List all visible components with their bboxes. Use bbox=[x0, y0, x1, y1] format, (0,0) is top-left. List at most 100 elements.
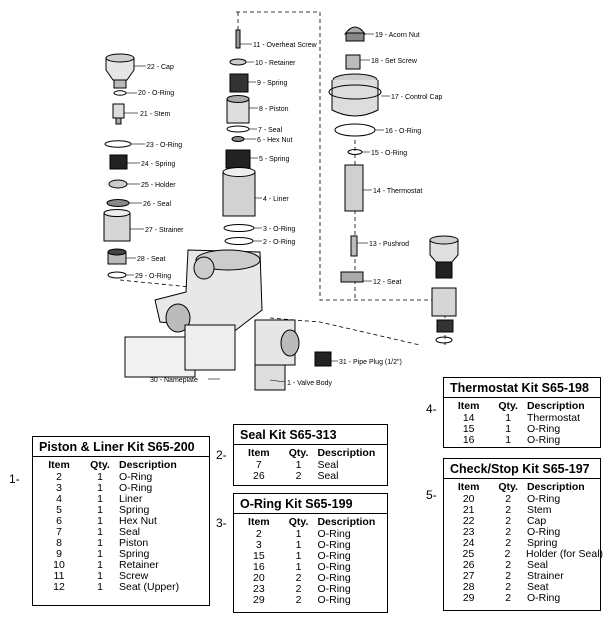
cell-qty: 1 bbox=[295, 528, 302, 540]
cell-item: 20 bbox=[252, 572, 265, 584]
piston-liner-assembly bbox=[222, 29, 256, 245]
cell-item: 29 bbox=[462, 592, 475, 604]
cell-description: O-Ring bbox=[526, 526, 561, 538]
part-label-p11: 11 - Overheat Screw bbox=[253, 42, 318, 49]
part-label-p5: 5 - Spring bbox=[259, 156, 289, 163]
cell-qty: 1 bbox=[97, 526, 103, 538]
cell-item: 23 bbox=[252, 583, 265, 595]
cell-item: 7 bbox=[255, 459, 262, 471]
cell-qty: 1 bbox=[505, 434, 512, 446]
cell-description: O-Ring bbox=[317, 583, 351, 595]
column-header-desc: Description bbox=[317, 516, 376, 528]
cell-item: 25 bbox=[462, 548, 475, 560]
cell-item: 26 bbox=[252, 470, 265, 482]
cell-qty: 1 bbox=[97, 548, 103, 560]
kit-title: Thermostat Kit S65-198 bbox=[450, 381, 589, 395]
part-label-p23: 23 - O-Ring bbox=[146, 142, 182, 149]
part-label-p9: 9 - Spring bbox=[257, 80, 287, 87]
cell-qty: 2 bbox=[505, 504, 512, 516]
cell-description: Screw bbox=[119, 570, 149, 582]
cell-qty: 2 bbox=[295, 583, 302, 595]
cell-description: O-Ring bbox=[317, 550, 351, 562]
cell-item: 14 bbox=[462, 412, 475, 424]
cell-item: 4 bbox=[56, 493, 62, 505]
part-label-p8: 8 - Piston bbox=[259, 106, 289, 113]
cell-item: 3 bbox=[255, 539, 262, 551]
part-label-p14: 14 - Thermostat bbox=[373, 188, 422, 195]
cell-item: 28 bbox=[462, 581, 475, 593]
cell-description: Cap bbox=[526, 515, 547, 527]
column-header-qty: Qty. bbox=[288, 516, 309, 528]
cell-description: Retainer bbox=[119, 559, 159, 571]
cell-qty: 2 bbox=[505, 493, 512, 505]
cell-item: 2 bbox=[255, 528, 262, 540]
part-label-p31: 31 - Pipe Plug (1/2") bbox=[339, 359, 402, 366]
cell-description: Seal bbox=[119, 526, 141, 538]
column-header-item: Item bbox=[248, 516, 270, 528]
cell-item: 8 bbox=[56, 537, 62, 549]
kit-number: 5- bbox=[426, 488, 437, 502]
cell-description: Seal bbox=[526, 559, 548, 571]
cell-qty: 2 bbox=[505, 570, 512, 582]
column-header-item: Item bbox=[457, 400, 480, 412]
part-label-p15: 15 - O-Ring bbox=[371, 150, 407, 157]
cell-item: 9 bbox=[56, 548, 62, 560]
cell-item: 16 bbox=[252, 561, 265, 573]
leader-lines bbox=[124, 33, 390, 383]
kit-title: Seal Kit S65-313 bbox=[240, 428, 337, 442]
table-row: 2 1 O-Ring bbox=[234, 529, 387, 540]
check-stop-assembly bbox=[103, 53, 135, 279]
column-header-desc: Description bbox=[119, 459, 177, 471]
kit-title: O-Ring Kit S65-199 bbox=[240, 497, 353, 511]
column-header-qty: Qty. bbox=[90, 459, 110, 471]
cell-description: O-Ring bbox=[317, 561, 351, 573]
cell-qty: 1 bbox=[97, 570, 103, 582]
cell-qty: 1 bbox=[97, 482, 103, 494]
cell-description: Seat bbox=[526, 581, 549, 593]
cell-description: O-Ring bbox=[317, 594, 351, 606]
part-label-p21: 21 - Stem bbox=[140, 111, 171, 118]
cell-description: Hex Nut bbox=[119, 515, 157, 527]
part-label-p1: 1 - Valve Body bbox=[287, 380, 333, 387]
cell-item: 15 bbox=[252, 550, 265, 562]
cell-description: O-Ring bbox=[526, 434, 561, 446]
column-header-item: Item bbox=[457, 481, 480, 493]
cell-qty: 1 bbox=[505, 412, 512, 424]
cell-qty: 1 bbox=[295, 561, 302, 573]
part-label-p6: 6 - Hex Nut bbox=[257, 137, 292, 144]
cell-description: O-Ring bbox=[119, 471, 153, 483]
cell-description: O-Ring bbox=[317, 528, 351, 540]
part-label-p26: 26 - Seal bbox=[143, 201, 171, 208]
part-label-p17: 17 - Control Cap bbox=[391, 94, 442, 101]
thermostat-assembly bbox=[328, 26, 382, 283]
cell-item: 29 bbox=[252, 594, 265, 606]
part-label-p20: 20 - O-Ring bbox=[138, 90, 174, 97]
cell-description: O-Ring bbox=[526, 592, 561, 604]
check-stop-assembly-right bbox=[429, 235, 459, 344]
part-label-p25: 25 - Holder bbox=[141, 182, 176, 189]
